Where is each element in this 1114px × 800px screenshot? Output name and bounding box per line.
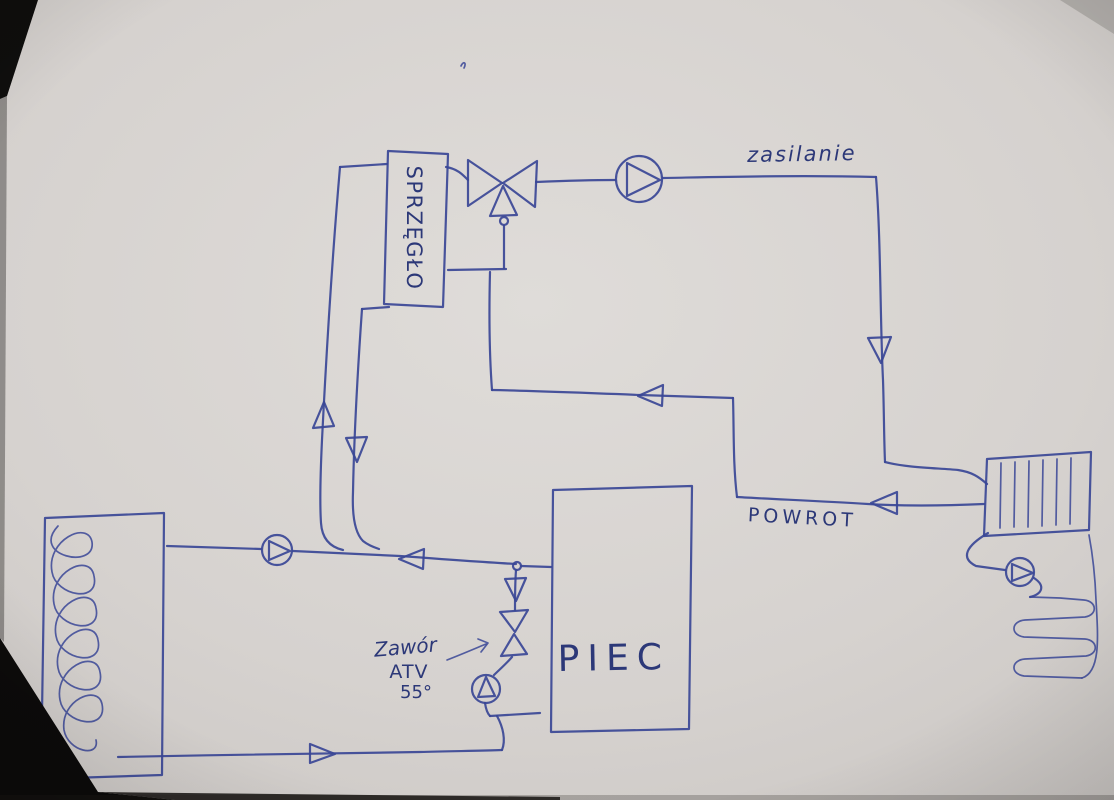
photo-of-hand-drawn-schematic: SPRZĘGŁO <box>0 0 1114 800</box>
schematic-canvas: SPRZĘGŁO <box>0 0 1114 800</box>
photo-vignette <box>0 0 1114 800</box>
photo-edge-shadows <box>0 0 1114 800</box>
